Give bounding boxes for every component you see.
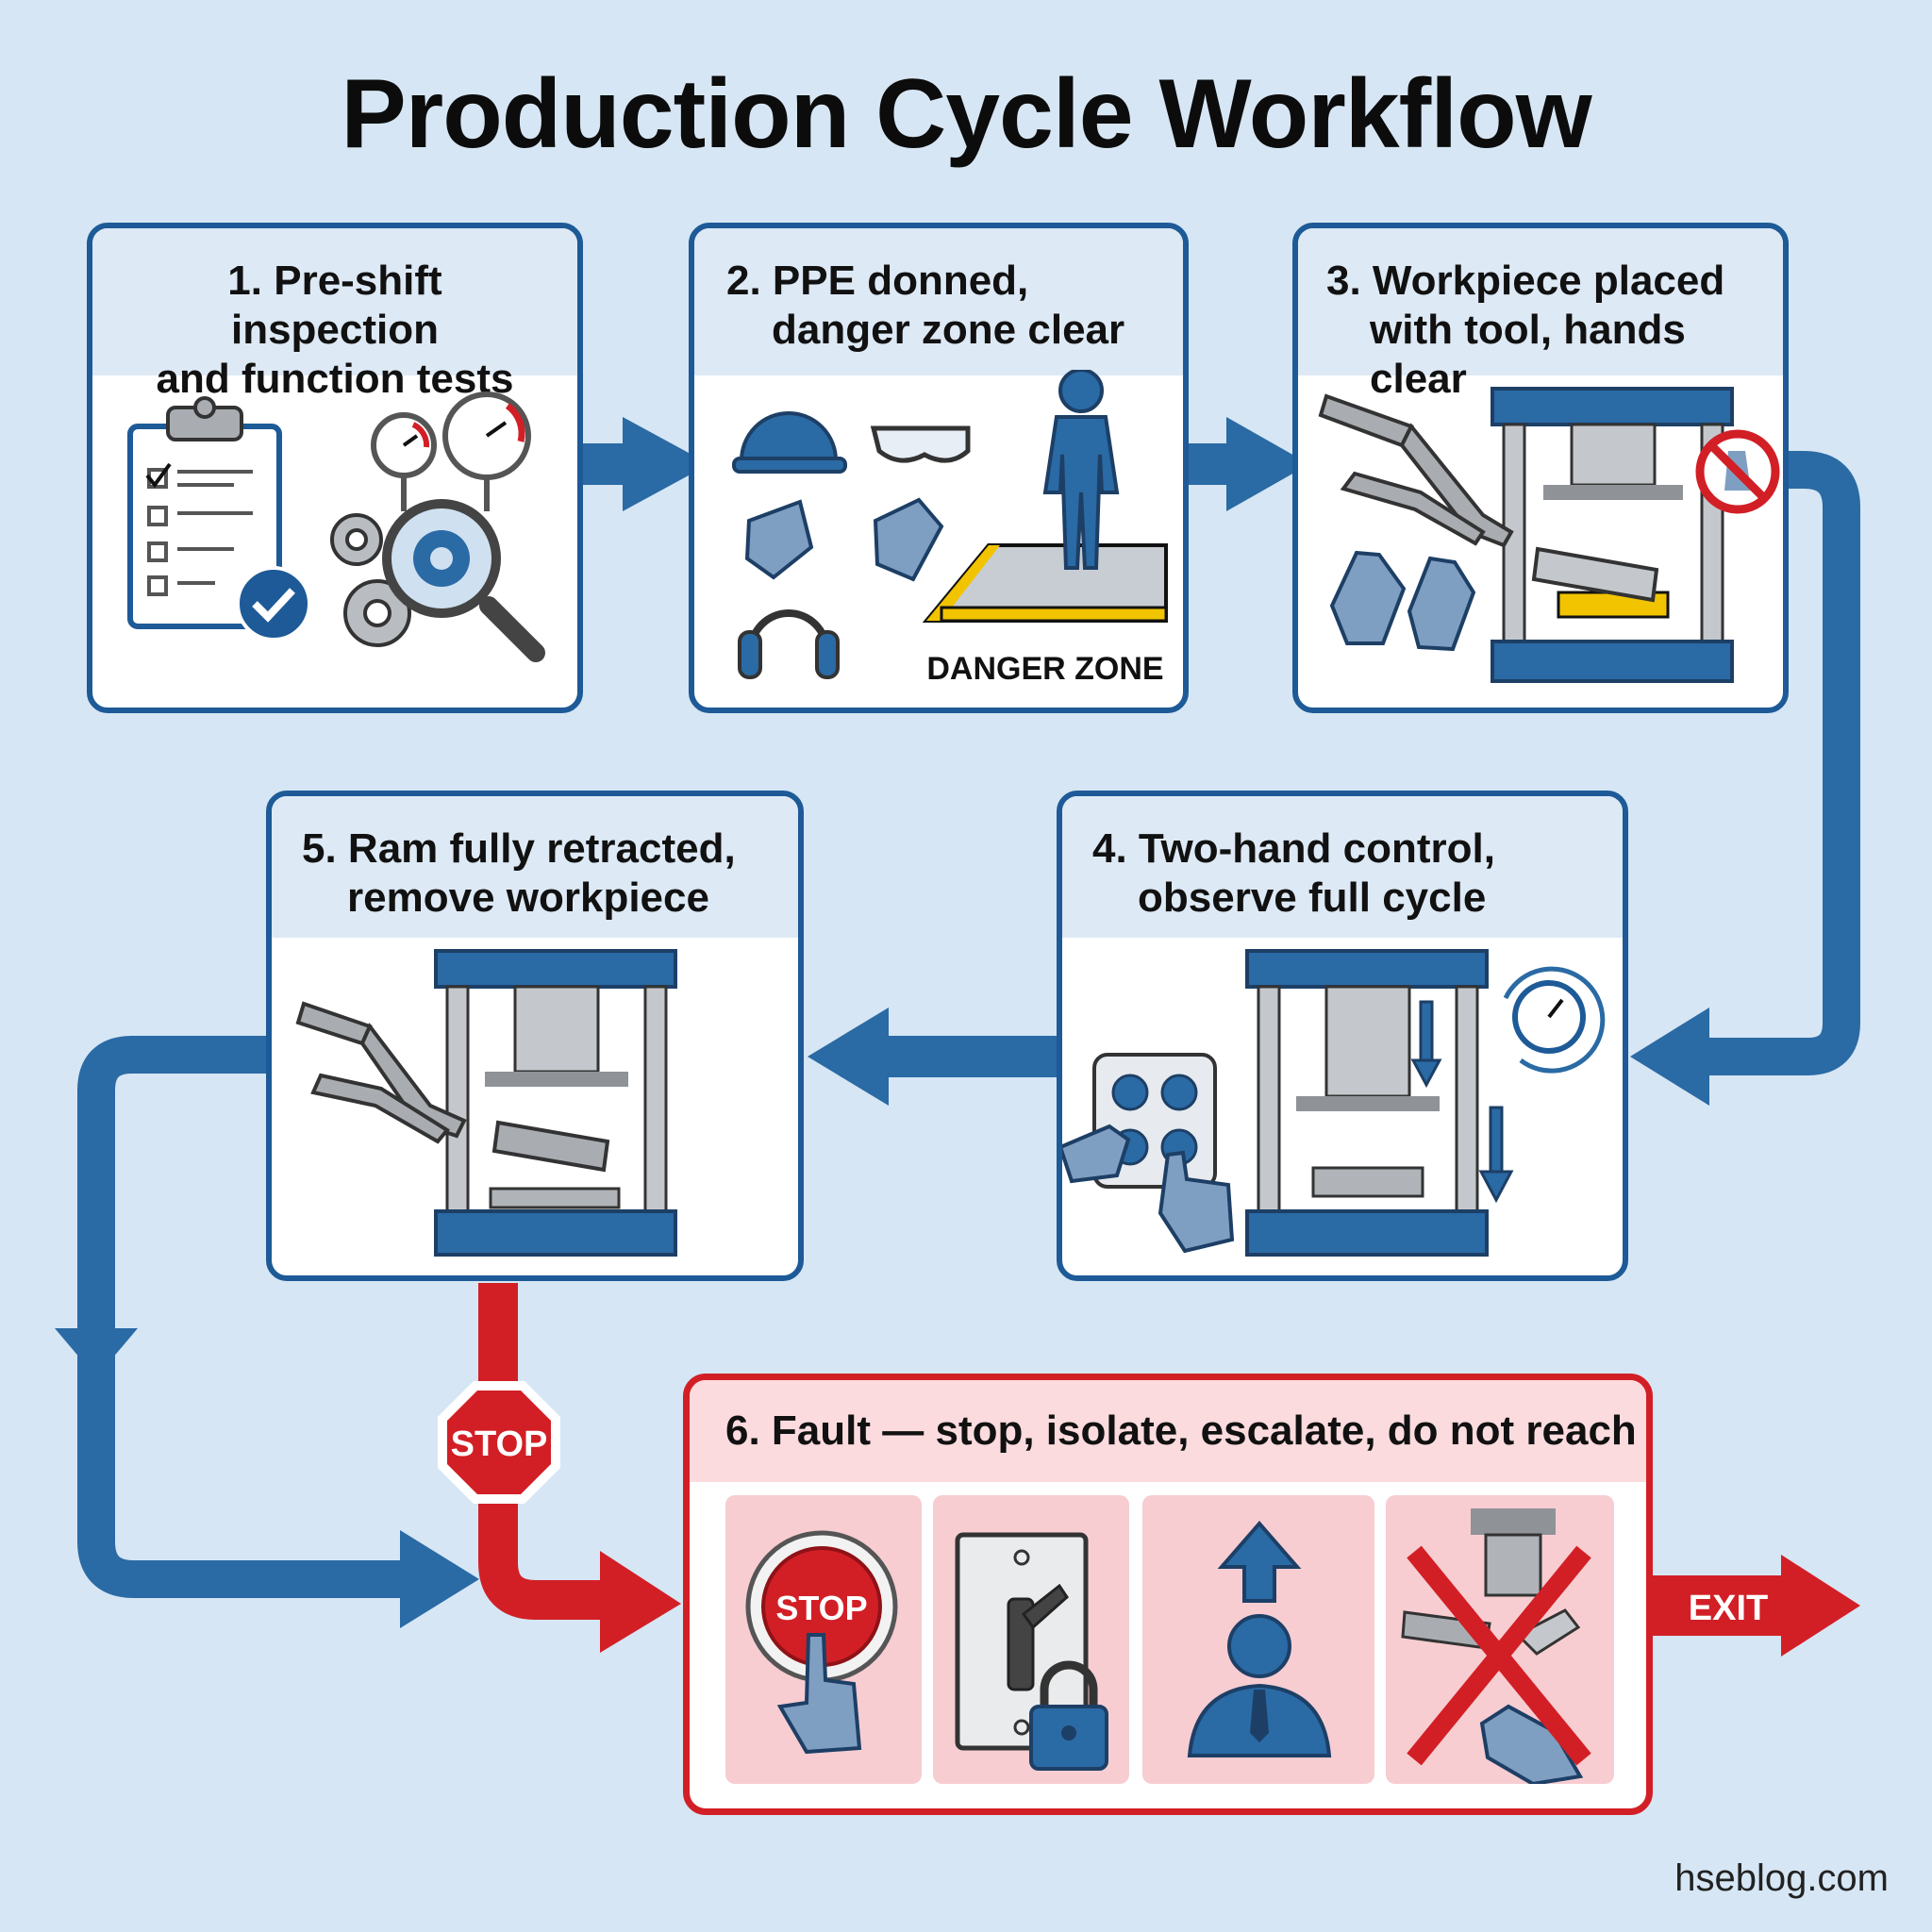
step-4-title: 4. Two-hand control, observe full cycle (1062, 796, 1623, 938)
step-2-card: 2. PPE donned, danger zone clear DA (689, 223, 1189, 713)
exit-arrow: EXIT (1653, 1555, 1860, 1657)
step-1-illustration (127, 391, 545, 662)
step-3-title: 3. Workpiece placed with tool, hands cle… (1298, 228, 1783, 402)
danger-zone-sign: DANGER ZONE (926, 651, 1163, 687)
cycle-gauge-icon (1503, 966, 1606, 1074)
stop-sign-icon: STOP (438, 1381, 560, 1504)
step-1-title: 1. Pre-shift inspection and function tes… (92, 228, 577, 402)
hard-hat-icon (732, 411, 847, 474)
two-hand-control-panel-icon (1062, 1053, 1235, 1254)
step-5-card: 5. Ram fully retracted, remove workpiece (266, 791, 804, 1281)
exit-label: EXIT (1689, 1589, 1768, 1628)
step-4-illustration (1062, 949, 1606, 1257)
worker-figure-icon (1042, 370, 1120, 570)
step-2-illustration: DANGER ZONE (732, 370, 1168, 687)
escalate-supervisor-icon (1187, 1520, 1332, 1757)
gloved-hands-icon (1329, 550, 1476, 652)
clipboard-checklist-icon (127, 396, 311, 641)
work-gloves-icon (744, 497, 944, 582)
tongs-removing-workpiece-icon (295, 1001, 610, 1173)
safety-glasses-icon (870, 425, 971, 463)
step-5-title: 5. Ram fully retracted, remove workpiece (272, 796, 798, 938)
step-1-card: 1. Pre-shift inspection and function tes… (87, 223, 583, 713)
fault-tile-isolate (933, 1495, 1129, 1784)
step-6-fault-card: 6. Fault — stop, isolate, escalate, do n… (683, 1374, 1653, 1815)
hydraulic-press-cycle-icon (1245, 949, 1489, 1257)
arrow-3-to-4 (1630, 451, 1860, 1106)
fault-tile-no-reach (1386, 1495, 1614, 1787)
arrow-1-to-2 (577, 417, 709, 511)
hydraulic-press-retracted-icon (434, 949, 677, 1257)
step-3-card: 3. Workpiece placed with tool, hands cle… (1292, 223, 1789, 713)
down-arrow-icon (1410, 1000, 1514, 1204)
lockout-switch-icon (955, 1532, 1108, 1771)
step-2-title: 2. PPE donned, danger zone clear (694, 228, 1183, 375)
fault-path (478, 1283, 681, 1653)
stop-sign-text: STOP (451, 1424, 548, 1464)
tongs-tool-icon (1318, 393, 1514, 548)
no-hands-sign-icon (1695, 429, 1780, 514)
fault-tile-stop: STOP (725, 1495, 922, 1784)
arrow-2-to-3 (1181, 417, 1309, 511)
watermark: hseblog.com (1674, 1857, 1889, 1899)
step-3-illustration (1318, 387, 1780, 683)
stop-button-icon: STOP (745, 1530, 898, 1755)
no-reach-in-icon (1401, 1508, 1591, 1787)
pressure-gauge-icon (371, 391, 531, 511)
step-6-title: 6. Fault — stop, isolate, escalate, do n… (690, 1380, 1646, 1556)
step-5-illustration (295, 949, 677, 1257)
arrow-5-return (55, 1036, 479, 1628)
workpiece-icon (1531, 546, 1659, 603)
step-4-card: 4. Two-hand control, observe full cycle (1057, 791, 1628, 1281)
magnifier-gear-icon (382, 499, 545, 662)
fault-tile-escalate (1142, 1495, 1374, 1784)
hydraulic-press-icon (1491, 387, 1734, 683)
ear-muffs-icon (738, 609, 840, 679)
danger-zone-floor-icon (922, 543, 1168, 623)
arrow-4-to-5 (808, 1008, 1058, 1106)
page-title: Production Cycle Workflow (341, 59, 1591, 169)
stop-button-text: STOP (775, 1589, 867, 1627)
gears-icon (330, 513, 411, 647)
